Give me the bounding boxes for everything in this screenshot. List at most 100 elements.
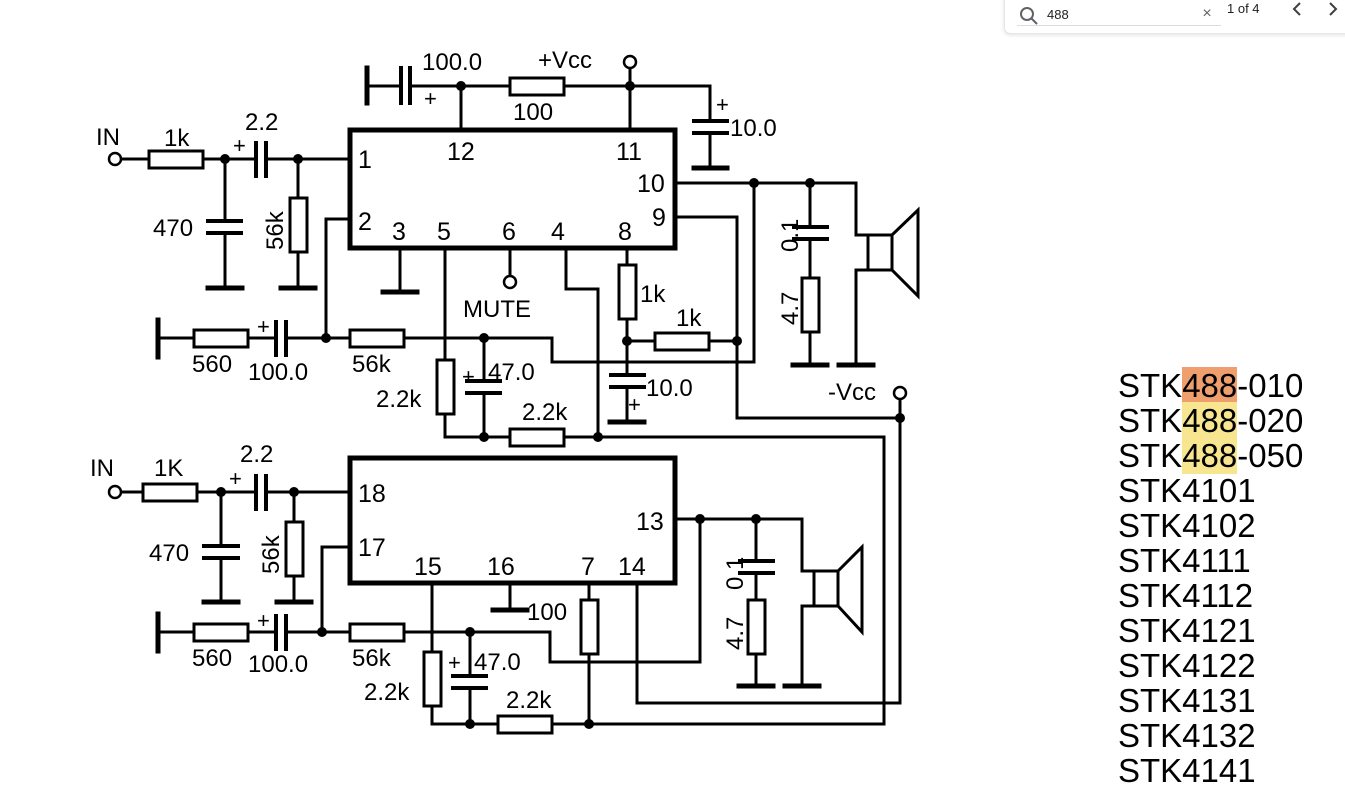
pin-7: 7 <box>581 553 595 581</box>
part-list-item: STK4121 <box>1118 613 1303 648</box>
search-highlight: 488 <box>1182 402 1238 439</box>
in1-terminal <box>107 151 123 167</box>
pin-1: 1 <box>358 146 372 174</box>
svg-text:+: + <box>448 650 461 675</box>
r-1k-h-value: 1k <box>676 305 702 332</box>
pin-13: 13 <box>636 508 664 536</box>
r-gnd1-value: 560 <box>192 351 232 378</box>
svg-text:+: + <box>257 608 270 633</box>
vcc-neg-label: -Vcc <box>828 379 876 406</box>
part-list-item: STK4102 <box>1118 508 1303 543</box>
r-top-value: 100 <box>513 99 553 126</box>
r-gnd2-value: 560 <box>192 645 232 672</box>
part-prefix: STK4141 <box>1118 752 1256 789</box>
pin-15: 15 <box>414 553 442 581</box>
pin-8: 8 <box>618 218 632 246</box>
search-highlight: 488 <box>1182 437 1238 474</box>
pin-12: 12 <box>447 138 475 166</box>
svg-text:+: + <box>233 133 246 158</box>
r-2k2-b-value: 2.2k <box>522 399 568 426</box>
pin-3: 3 <box>392 218 406 246</box>
part-list-item: STK4132 <box>1118 718 1303 753</box>
in1-label: IN <box>96 124 120 151</box>
search-highlight-active: 488 <box>1182 367 1238 404</box>
svg-text:+: + <box>716 92 729 117</box>
search-icon <box>1020 7 1038 25</box>
part-prefix: STK4102 <box>1118 507 1256 544</box>
in2-label: IN <box>90 455 114 482</box>
pin-18: 18 <box>358 480 386 508</box>
r-fb2-value: 56k <box>352 645 392 672</box>
part-prefix: STK4101 <box>1118 472 1256 509</box>
mute-terminal <box>502 274 518 290</box>
find-input[interactable] <box>1047 5 1187 23</box>
pin-2: 2 <box>358 208 372 236</box>
c-in1-value: 2.2 <box>245 109 278 136</box>
mute-label: MUTE <box>463 296 531 323</box>
part-prefix: STK <box>1118 402 1183 439</box>
find-match-count: 1 of 4 <box>1227 1 1260 16</box>
part-prefix: STK4131 <box>1118 682 1256 719</box>
pin-4: 4 <box>551 218 565 246</box>
pin-10: 10 <box>637 170 665 198</box>
c-10-mid-value: 10.0 <box>646 375 693 402</box>
svg-text:+: + <box>424 86 437 111</box>
r-47-bot-value: 4.7 <box>722 617 749 650</box>
part-list-item: STK4122 <box>1118 648 1303 683</box>
part-prefix: STK4112 <box>1118 577 1254 614</box>
c-gnd1-value: 470 <box>153 215 193 242</box>
svg-text:+: + <box>462 364 475 389</box>
part-prefix: STK4111 <box>1118 542 1251 579</box>
amplifier-schematic: + + + + + + + + + +Vcc 100.0 100 10.0 IN… <box>90 47 920 735</box>
part-list-item: STK4112 <box>1118 578 1303 613</box>
pin-11: 11 <box>616 138 642 166</box>
c-47-a-value: 47.0 <box>488 359 535 386</box>
part-prefix: STK <box>1118 367 1183 404</box>
pin-9: 9 <box>652 204 666 232</box>
pin-5: 5 <box>437 218 451 246</box>
c-gnd2-value: 470 <box>149 540 189 567</box>
c-in2-value: 2.2 <box>240 441 273 468</box>
chevron-right-icon[interactable] <box>1321 0 1345 21</box>
r-2k2-a-value: 2.2k <box>376 386 422 413</box>
find-bar: × 1 of 4 <box>1004 0 1345 34</box>
ic-upper <box>347 127 678 251</box>
r-100-b-value: 100 <box>527 599 567 626</box>
c-01-top-value: 0.1 <box>777 219 804 252</box>
part-suffix: -050 <box>1237 437 1304 474</box>
vcc-terminal <box>622 54 638 70</box>
part-list-item: STK4131 <box>1118 683 1303 718</box>
part-suffix: -020 <box>1237 402 1304 439</box>
r-fb1-value: 56k <box>352 351 392 378</box>
r-bias1-value: 56k <box>262 210 289 250</box>
part-list-item: STK488-050 <box>1118 437 1304 474</box>
r-in1-value: 1k <box>164 125 190 152</box>
part-list-item: STK488-020 <box>1118 402 1304 439</box>
pin-6: 6 <box>502 218 516 246</box>
r-1k-v-value: 1k <box>640 281 666 308</box>
r-47-top-value: 4.7 <box>777 292 804 325</box>
vcc-neg-terminal <box>892 385 908 401</box>
pin-14: 14 <box>618 553 646 581</box>
svg-text:+: + <box>628 392 641 417</box>
part-prefix: STK4132 <box>1118 717 1256 754</box>
part-list-item: STK4101 <box>1118 473 1303 508</box>
vcc-pos-label: +Vcc <box>538 47 592 74</box>
part-prefix: STK4121 <box>1118 612 1256 649</box>
part-prefix: STK4122 <box>1118 647 1256 684</box>
svg-text:+: + <box>257 314 270 339</box>
part-suffix: -010 <box>1237 367 1304 404</box>
c-fb2-value: 100.0 <box>248 651 308 678</box>
part-prefix: STK <box>1118 437 1183 474</box>
r-in2-value: 1K <box>154 455 183 482</box>
c-fb1-value: 100.0 <box>248 359 308 386</box>
pin-17: 17 <box>358 534 386 562</box>
r-2k2-c-value: 2.2k <box>364 679 410 706</box>
r-bias2-value: 56k <box>258 534 285 574</box>
close-icon[interactable]: × <box>1202 5 1212 22</box>
find-input-wrapper: × <box>1017 0 1221 26</box>
chevron-left-icon[interactable] <box>1285 0 1309 21</box>
c-out-top-value: 10.0 <box>730 115 777 142</box>
in2-terminal <box>107 484 123 500</box>
